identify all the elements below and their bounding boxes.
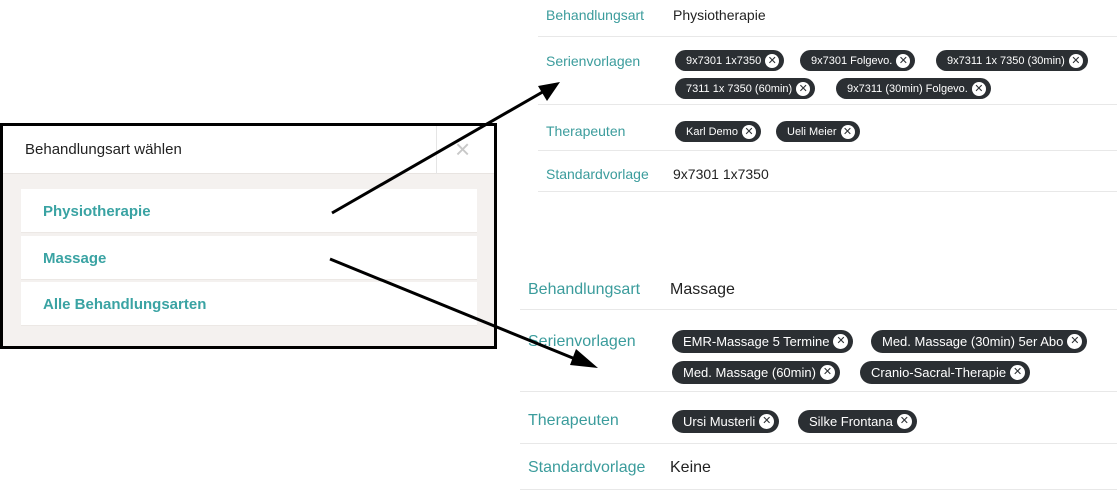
close-circle-icon[interactable]: ✕ xyxy=(741,124,756,139)
dialog-header: Behandlungsart wählen × xyxy=(3,126,494,174)
chip-serienvorlage: 9x7311 (30min) Folgevo. ✕ xyxy=(836,78,991,99)
therapeuten-row: Therapeuten xyxy=(538,105,1117,151)
option-label[interactable]: Massage xyxy=(43,250,107,267)
standardvorlage-value[interactable]: Keine xyxy=(670,459,711,476)
behandlungsart-value: Massage xyxy=(670,281,735,298)
close-circle-icon[interactable]: ✕ xyxy=(896,414,912,429)
chip-serienvorlage: Med. Massage (30min) 5er Abo ✕ xyxy=(871,330,1088,353)
close-circle-icon[interactable]: ✕ xyxy=(971,81,986,96)
close-circle-icon[interactable]: ✕ xyxy=(1067,334,1083,349)
chip-label: Med. Massage (60min) xyxy=(683,365,816,380)
standardvorlage-label: Standardvorlage xyxy=(546,166,649,182)
dialog-body: Physiotherapie Massage Alle Behandlungsa… xyxy=(3,174,494,346)
close-circle-icon[interactable]: ✕ xyxy=(896,53,911,68)
close-circle-icon[interactable]: ✕ xyxy=(759,414,775,429)
option-massage[interactable]: Massage xyxy=(21,236,477,280)
behandlungsart-value: Physiotherapie xyxy=(673,7,766,23)
chip-label: 9x7311 (30min) Folgevo. xyxy=(847,82,968,95)
behandlungsart-row: Behandlungsart Massage xyxy=(520,268,1117,310)
standardvorlage-label: Standardvorlage xyxy=(528,459,646,476)
chip-serienvorlage: Med. Massage (60min) ✕ xyxy=(672,361,840,384)
behandlungsart-label: Behandlungsart xyxy=(546,7,645,23)
therapeuten-label: Therapeuten xyxy=(528,412,619,429)
serienvorlagen-label: Serienvorlagen xyxy=(528,333,636,350)
close-circle-icon[interactable]: ✕ xyxy=(819,365,835,380)
close-circle-icon[interactable]: ✕ xyxy=(1068,53,1083,68)
chip-label: Ursi Musterli xyxy=(683,414,756,429)
chip-label: 9x7311 1x 7350 (30min) xyxy=(947,54,1065,67)
chip-label: Karl Demo xyxy=(686,125,738,138)
chip-label: 9x7301 Folgevo. xyxy=(811,54,893,67)
chip-label: Ueli Meier xyxy=(787,125,837,138)
close-circle-icon[interactable]: ✕ xyxy=(1010,365,1026,380)
serienvorlagen-label: Serienvorlagen xyxy=(546,53,641,69)
chip-serienvorlage: 9x7311 1x 7350 (30min) ✕ xyxy=(936,50,1088,71)
chip-therapeut: Karl Demo ✕ xyxy=(675,121,761,142)
standardvorlage-row: Standardvorlage Keine xyxy=(520,444,1117,490)
arrow-icon xyxy=(331,82,560,215)
chip-therapeut: Ursi Musterli ✕ xyxy=(672,410,780,433)
close-circle-icon[interactable]: ✕ xyxy=(833,334,849,349)
chip-therapeut: Ueli Meier ✕ xyxy=(776,121,860,142)
chip-label: 7311 1x 7350 (60min) xyxy=(686,82,793,95)
standardvorlage-value[interactable]: 9x7301 1x7350 xyxy=(673,166,769,182)
chip-label: Med. Massage (30min) 5er Abo xyxy=(882,334,1064,349)
option-label[interactable]: Alle Behandlungsarten xyxy=(43,296,207,313)
serienvorlagen-row: Serienvorlagen xyxy=(520,310,1117,392)
therapeuten-row: Therapeuten xyxy=(520,392,1117,444)
standardvorlage-row: Standardvorlage 9x7301 1x7350 xyxy=(538,151,1117,192)
chip-therapeut: Silke Frontana ✕ xyxy=(798,410,917,433)
chip-serienvorlage: Cranio-Sacral-Therapie ✕ xyxy=(860,361,1031,384)
arrow-icon xyxy=(329,257,598,368)
dialog-title: Behandlungsart wählen xyxy=(25,141,182,158)
behandlungsart-row: Behandlungsart Physiotherapie xyxy=(538,0,1117,37)
behandlungsart-label: Behandlungsart xyxy=(528,281,641,298)
behandlungsart-dialog: Behandlungsart wählen × Physiotherapie M… xyxy=(0,123,497,349)
chip-label: Cranio-Sacral-Therapie xyxy=(871,365,1007,380)
close-circle-icon[interactable]: ✕ xyxy=(840,124,855,139)
chip-serienvorlage: 9x7301 Folgevo. ✕ xyxy=(800,50,916,71)
chip-serienvorlage: 9x7301 1x7350 ✕ xyxy=(675,50,785,71)
chip-serienvorlage: EMR-Massage 5 Termine ✕ xyxy=(672,330,854,353)
option-physiotherapie[interactable]: Physiotherapie xyxy=(21,189,477,233)
close-circle-icon[interactable]: ✕ xyxy=(765,53,780,68)
chip-label: 9x7301 1x7350 xyxy=(686,54,762,67)
option-label[interactable]: Physiotherapie xyxy=(43,203,151,220)
serienvorlagen-row: Serienvorlagen xyxy=(538,37,1117,105)
chip-label: EMR-Massage 5 Termine xyxy=(683,334,830,349)
chip-serienvorlage: 7311 1x 7350 (60min) ✕ xyxy=(675,78,816,99)
close-circle-icon[interactable]: ✕ xyxy=(796,81,811,96)
therapeuten-label: Therapeuten xyxy=(546,123,626,139)
chip-label: Silke Frontana xyxy=(809,414,893,429)
